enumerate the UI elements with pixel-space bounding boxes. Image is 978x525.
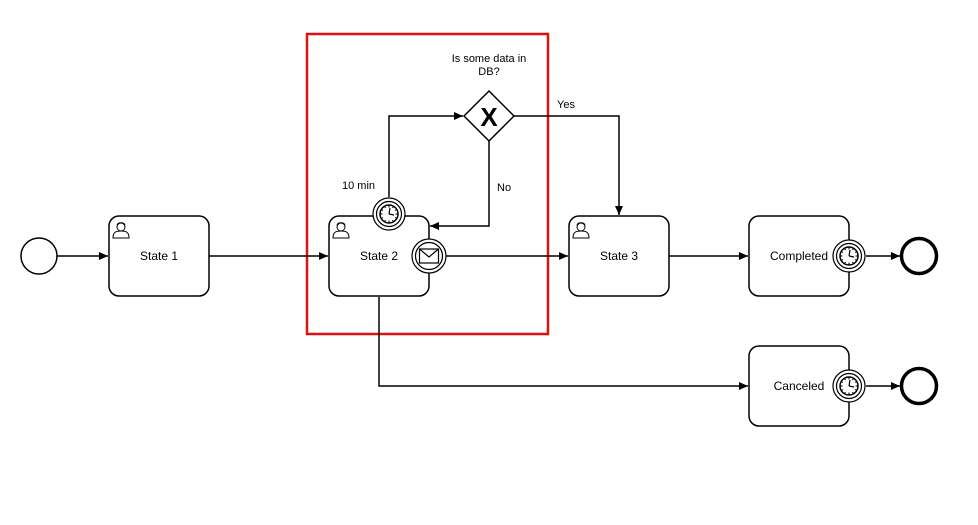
sequence-flows (57, 112, 900, 390)
flow-timer-to-gateway[interactable] (388, 112, 463, 197)
timer-label: 10 min (342, 180, 375, 192)
task-label: State 3 (600, 249, 638, 263)
clock-icon[interactable] (832, 369, 866, 403)
gateway-symbol: X (480, 102, 498, 132)
task-label: Canceled (774, 379, 825, 393)
task-canceled[interactable]: Canceled (748, 345, 850, 427)
task-state-1[interactable]: State 1 (108, 215, 210, 297)
envelope-icon[interactable] (411, 238, 447, 274)
gateway-question-line-2: DB? (478, 66, 499, 78)
task-label: Completed (770, 249, 828, 263)
flow-label-no: No (497, 182, 511, 194)
task-completed[interactable]: Completed (748, 215, 850, 297)
flow-gateway-yes-to-state3[interactable] (514, 115, 623, 215)
highlight-frame (305, 32, 550, 336)
gateway-question-line-1: Is some data in (452, 53, 527, 65)
flow-state2-to-canceled[interactable] (378, 297, 748, 390)
task-label: State 2 (360, 249, 398, 263)
flow-label-yes: Yes (557, 99, 575, 111)
end-event-canceled[interactable] (899, 366, 939, 406)
exclusive-gateway[interactable]: X (462, 89, 516, 143)
start-event[interactable] (20, 237, 58, 275)
flow-gateway-no-to-state2[interactable] (430, 141, 490, 230)
clock-icon[interactable] (832, 239, 866, 273)
task-label: State 1 (140, 249, 178, 263)
clock-icon[interactable] (372, 197, 406, 231)
task-state-3[interactable]: State 3 (568, 215, 670, 297)
end-event-completed[interactable] (899, 236, 939, 276)
